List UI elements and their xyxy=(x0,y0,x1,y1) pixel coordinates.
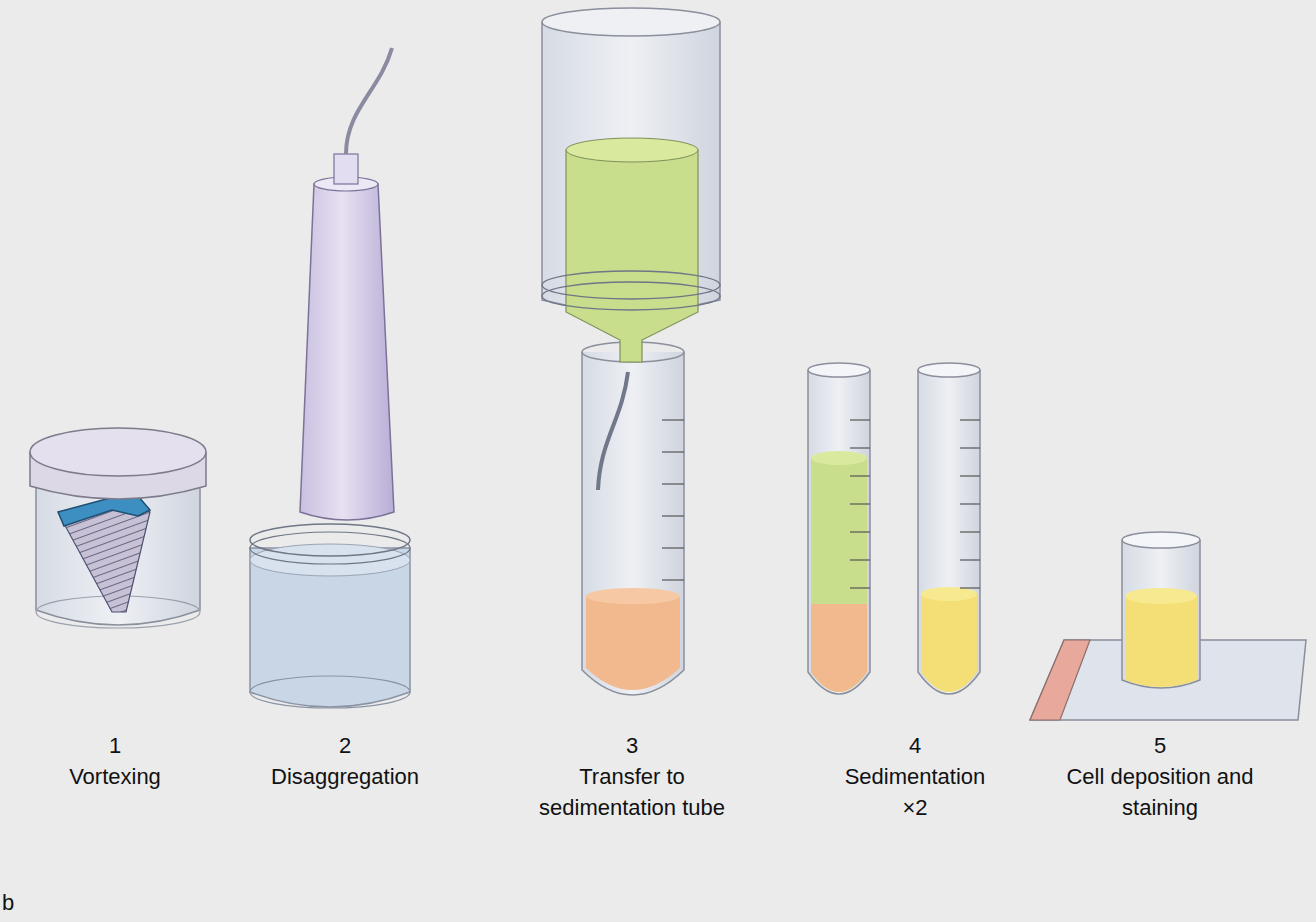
step-label: Disaggregation xyxy=(235,761,455,792)
step-label: Cell deposition and staining xyxy=(1065,761,1255,823)
step-label: Vortexing xyxy=(15,761,215,792)
transfer-apparatus xyxy=(542,8,720,695)
callout-number: 2 xyxy=(315,730,375,761)
callout-number: 3 xyxy=(602,730,662,761)
disaggregation-probe xyxy=(250,48,410,708)
step-label: Transfer to sedimentation tube xyxy=(532,761,732,823)
callout-number: 1 xyxy=(85,730,145,761)
cytocentrifuge-chamber xyxy=(1030,532,1306,720)
callout-number: 5 xyxy=(1130,730,1190,761)
sedimentation-tubes xyxy=(808,363,980,694)
panel-letter: b xyxy=(2,887,32,918)
callout-number: 4 xyxy=(885,730,945,761)
step-label: Sedimentation ×2 xyxy=(840,761,990,823)
vortex-jar xyxy=(30,428,206,628)
